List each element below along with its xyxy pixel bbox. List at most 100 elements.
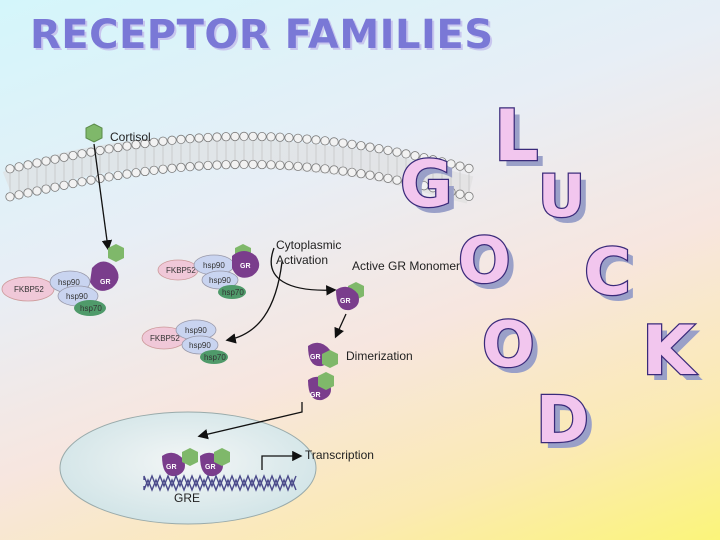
lipid-head: [338, 166, 348, 176]
active-gr-monomer: GR: [336, 282, 364, 311]
lipid-head: [59, 180, 69, 190]
lipid-head: [356, 141, 366, 151]
lipid-head: [464, 163, 474, 173]
svg-text:GR: GR: [205, 464, 216, 471]
lipid-head: [203, 132, 213, 143]
letter-u: U: [538, 162, 585, 230]
lipid-head: [86, 147, 96, 157]
gr-dimer-on-dna: GR GR: [162, 448, 230, 477]
lipid-head: [221, 160, 231, 170]
lipid-head: [5, 192, 15, 202]
lipid-head: [194, 133, 204, 143]
lipid-head: [149, 165, 159, 175]
lipid-head: [113, 142, 123, 153]
svg-text:hsp90: hsp90: [189, 341, 211, 350]
lipid-head: [95, 145, 105, 156]
lipid-head: [302, 162, 312, 172]
letter-o-1: O: [458, 224, 511, 297]
lipid-head: [230, 131, 240, 142]
lipid-head: [131, 168, 141, 178]
transcription-label: Transcription: [305, 448, 374, 462]
svg-text:O: O: [488, 314, 541, 387]
lipid-head: [203, 160, 213, 171]
transcription-arrow: [261, 450, 303, 470]
svg-text:G: G: [406, 154, 459, 228]
lipid-head: [50, 182, 60, 192]
lipid-head: [77, 177, 87, 187]
slide-title: RECEPTOR FAMILIES: [30, 12, 494, 58]
svg-text:hsp90: hsp90: [203, 261, 225, 270]
receptor-complex-1: FKBP52 hsp90 hsp90 hsp70 GR: [1, 244, 124, 316]
svg-text:GR: GR: [166, 464, 177, 471]
lipid-head: [284, 161, 294, 171]
dna-strand-2: [143, 478, 297, 492]
svg-text:GR: GR: [240, 263, 251, 270]
dimerization-label: Dimerization: [346, 349, 413, 363]
svg-text:D: D: [542, 390, 595, 464]
nuclear-entry-arrow: [197, 402, 303, 440]
svg-text:FKBP52: FKBP52: [150, 334, 180, 343]
lipid-head: [158, 164, 168, 174]
lipid-head: [275, 160, 285, 170]
lipid-head: [104, 172, 114, 182]
lipid-head: [113, 170, 123, 181]
lipid-head: [347, 167, 357, 177]
activation-arrow: [270, 247, 337, 296]
svg-text:GR: GR: [310, 354, 321, 361]
lipid-head: [293, 161, 303, 171]
svg-text:hsp70: hsp70: [80, 304, 102, 313]
lipid-head: [41, 184, 51, 194]
letter-c: C: [584, 236, 631, 310]
lipid-head: [86, 175, 96, 185]
lipid-head: [374, 172, 384, 182]
svg-text:C: C: [590, 242, 637, 316]
lipid-head: [77, 149, 87, 159]
lipid-head: [176, 134, 186, 145]
lipid-head: [212, 160, 222, 170]
lipid-head: [383, 145, 393, 155]
lipid-head: [329, 137, 339, 147]
lipid-head: [149, 137, 159, 147]
lipid-head: [23, 160, 33, 170]
svg-text:GR: GR: [310, 392, 321, 399]
lipid-head: [320, 164, 330, 174]
lipid-head: [365, 170, 375, 180]
lipid-head: [374, 144, 384, 154]
lipid-head: [185, 134, 195, 144]
cortisol-molecule-icon: [85, 123, 103, 143]
lipid-head: [230, 159, 240, 170]
lipid-head: [50, 154, 60, 164]
receptor-complex-2: FKBP52 hsp90 hsp90 hsp70 GR: [157, 244, 260, 299]
lipid-head: [185, 162, 195, 172]
svg-text:hsp70: hsp70: [222, 288, 244, 297]
gr-dimer: GR GR: [308, 342, 338, 401]
svg-text:O: O: [464, 230, 517, 303]
cortisol-legend: Cortisol: [85, 123, 151, 144]
lipid-head: [464, 191, 474, 201]
lipid-head: [248, 159, 258, 170]
lipid-head: [167, 163, 177, 173]
lipid-head: [167, 135, 177, 145]
lipid-head: [257, 131, 267, 142]
cytoplasmic-label-2: Activation: [276, 253, 328, 267]
lipid-head: [329, 165, 339, 175]
decorative-letters: G G L L U U O O C C O O K K D D: [399, 94, 703, 464]
lipid-head: [158, 136, 168, 146]
svg-text:hsp70: hsp70: [204, 353, 226, 362]
letter-k: K: [642, 312, 697, 391]
svg-text:U: U: [544, 168, 591, 236]
lipid-head: [176, 162, 186, 173]
letter-g: G: [400, 148, 453, 222]
svg-text:GR: GR: [340, 298, 351, 305]
lipid-head: [140, 166, 150, 177]
lipid-head: [266, 160, 276, 170]
svg-text:GR: GR: [100, 279, 111, 286]
letter-d: D: [536, 384, 589, 458]
lipid-head: [302, 134, 312, 144]
cortisol-label: Cortisol: [110, 130, 151, 144]
lipid-head: [293, 133, 303, 143]
lipid-head: [41, 156, 51, 166]
cytoplasmic-label-1: Cytoplasmic: [276, 238, 341, 252]
lipid-head: [14, 190, 24, 200]
